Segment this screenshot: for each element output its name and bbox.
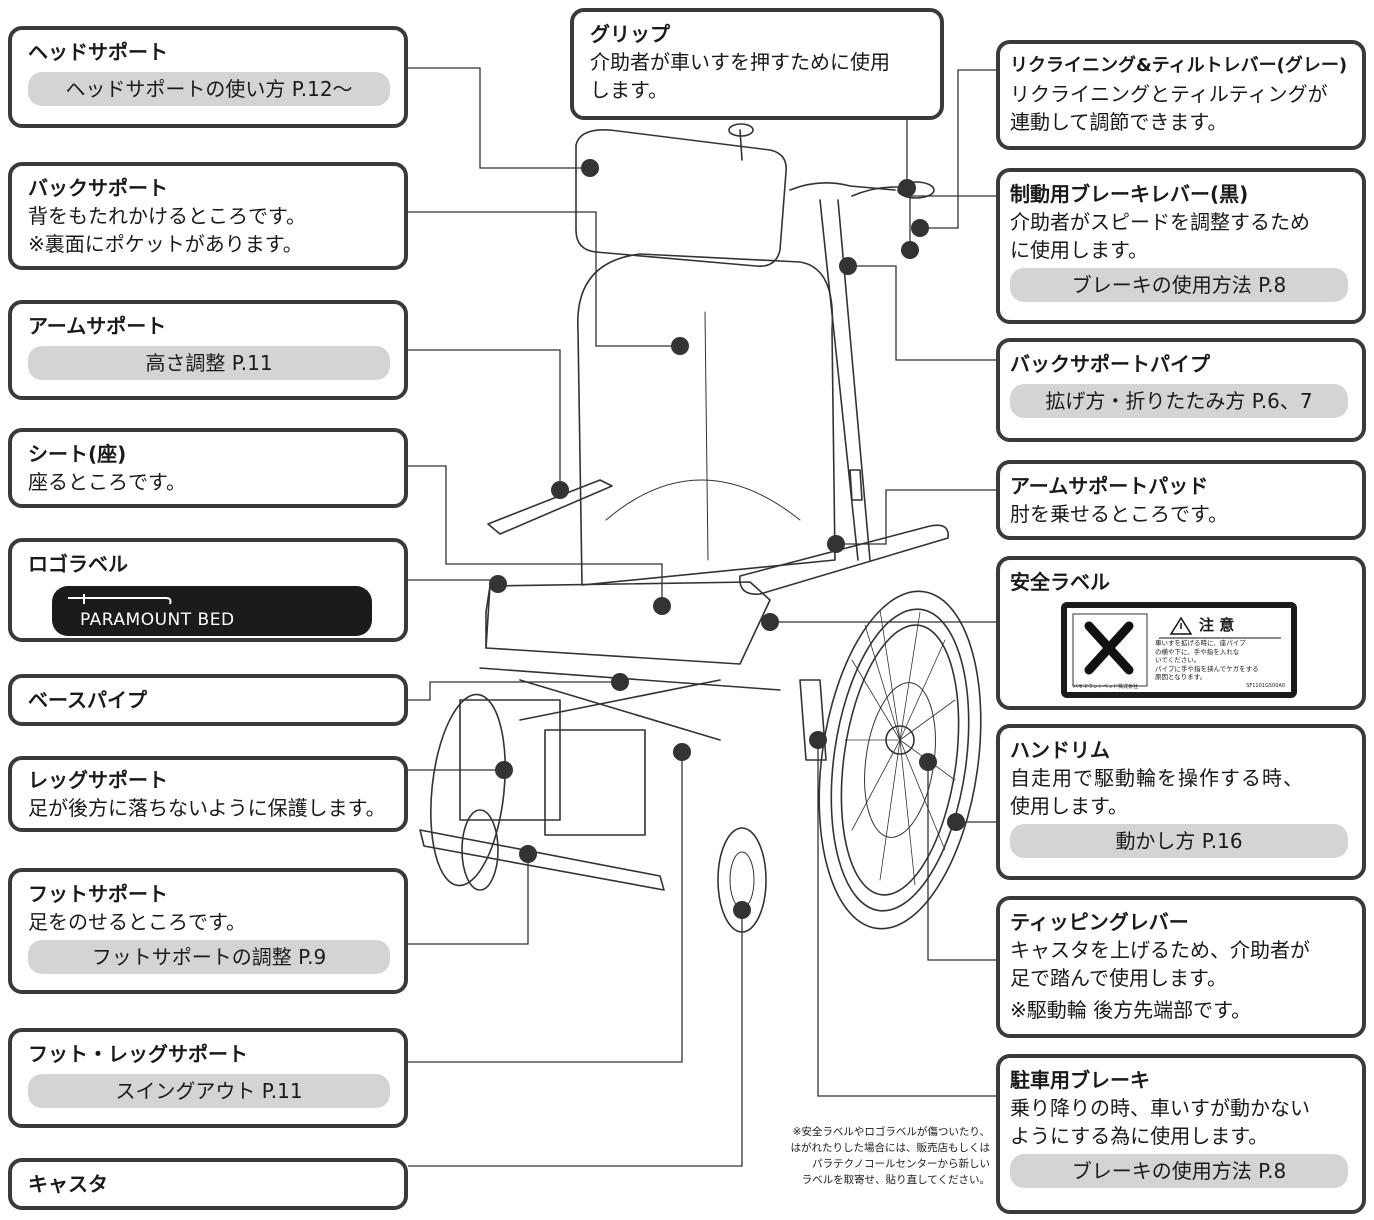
callout-logo-label: ロゴラベル PARAMOUNT BED bbox=[8, 538, 408, 642]
back-pipe-link[interactable]: 拡げ方・折りたたみ方 P.6、7 bbox=[1010, 384, 1348, 418]
callout-parking-brake: 駐車用ブレーキ 乗り降りの時、車いすが動かない ようにする為に使用します。 ブレ… bbox=[996, 1054, 1366, 1214]
foot-support-desc: 足をのせるところです。 bbox=[28, 910, 246, 934]
grip-desc-2: します。 bbox=[590, 78, 668, 102]
recline-lever-desc: リクライニングとティルティングが bbox=[1010, 82, 1328, 106]
callout-arm-support: アームサポート 高さ調整 P.11 bbox=[8, 300, 408, 400]
caster-title: キャスタ bbox=[28, 1172, 108, 1196]
parking-brake-desc: 乗り降りの時、車いすが動かない bbox=[1010, 1096, 1310, 1120]
brake-lever-desc: 介助者がスピードを調整するため bbox=[1010, 210, 1310, 234]
backrest bbox=[577, 199, 871, 586]
foot-leg-support-link[interactable]: スイングアウト P.11 bbox=[28, 1074, 390, 1108]
callout-foot-leg-support: フット・レッグサポート スイングアウト P.11 bbox=[8, 1028, 408, 1128]
arm-pad-title: アームサポートパッド bbox=[1010, 474, 1209, 498]
callout-caster: キャスタ bbox=[8, 1158, 408, 1210]
callout-leg-support: レッグサポート 足が後方に落ちないように保護します。 bbox=[8, 756, 408, 832]
back-support-desc: 背をもたれかけるところです。 bbox=[28, 204, 306, 228]
grip-desc: 介助者が車いすを押すために使用 bbox=[590, 50, 890, 74]
safety-text-1: 車いすを拡げる時に、座パイプ bbox=[1155, 639, 1246, 647]
seat-title: シート(座) bbox=[28, 442, 127, 466]
foot-leg-support-title: フット・レッグサポート bbox=[28, 1042, 248, 1066]
safety-code: SF1101G500A0 bbox=[1246, 683, 1285, 689]
safety-text-4: パイプに手や指を挟んでケガをする bbox=[1155, 664, 1259, 673]
callout-arm-pad: アームサポートパッド 肘を乗せるところです。 bbox=[996, 460, 1366, 540]
callout-hand-rim: ハンドリム 自走用で駆動輪を操作する時、 使用します。 動かし方 P.16 bbox=[996, 724, 1366, 880]
footnote-line-4: ラベルを取寄せ、貼り直してください。 bbox=[801, 1174, 990, 1186]
logo-mark-icon bbox=[68, 594, 172, 605]
hand-rim-desc-2: 使用します。 bbox=[1010, 794, 1128, 818]
grip-title: グリップ bbox=[590, 22, 670, 46]
rear-wheel bbox=[818, 590, 982, 930]
callout-base-pipe: ベースパイプ bbox=[8, 674, 408, 726]
safety-text-2: の横や下に、手や指を入れな bbox=[1155, 647, 1240, 656]
footnote-line-2: はがれたりした場合には、販売店もしくは bbox=[790, 1142, 991, 1154]
head-support-title: ヘッドサポート bbox=[28, 40, 168, 64]
arm-support-title: アームサポート bbox=[28, 314, 167, 338]
headrest bbox=[575, 123, 787, 267]
logo-brand: PARAMOUNT BED bbox=[80, 610, 235, 630]
callout-foot-support: フットサポート 足をのせるところです。 フットサポートの調整 P.9 bbox=[8, 868, 408, 994]
arm-support-link[interactable]: 高さ調整 P.11 bbox=[28, 346, 390, 380]
safety-label-title: 安全ラベル bbox=[1010, 570, 1110, 594]
callout-brake-lever: 制動用ブレーキレバー(黒) 介助者がスピードを調整するため に使用します。 ブレ… bbox=[996, 168, 1366, 324]
callout-back-pipe: バックサポートパイプ 拡げ方・折りたたみ方 P.6、7 bbox=[996, 338, 1366, 442]
callout-back-support: バックサポート 背をもたれかけるところです。 ※裏面にポケットがあります。 bbox=[8, 162, 408, 270]
hand-rim-desc: 自走用で駆動輪を操作する時、 bbox=[1010, 766, 1304, 790]
hand-rim-title: ハンドリム bbox=[1010, 738, 1110, 762]
head-support-link[interactable]: ヘッドサポートの使い方 P.12〜 bbox=[28, 72, 390, 106]
parking-brake-link[interactable]: ブレーキの使用方法 P.8 bbox=[1010, 1154, 1348, 1188]
seat-cushion bbox=[485, 581, 771, 665]
safety-label-footer: パラマウントベッド株式会社 SF1101G500A0 bbox=[1073, 683, 1285, 690]
parking-brake-title: 駐車用ブレーキ bbox=[1010, 1068, 1150, 1092]
brake-lever-title: 制動用ブレーキレバー(黒) bbox=[1010, 182, 1249, 206]
hand-rim-link[interactable]: 動かし方 P.16 bbox=[1010, 824, 1348, 858]
leg-support-title: レッグサポート bbox=[28, 768, 168, 792]
callout-head-support: ヘッドサポート ヘッドサポートの使い方 P.12〜 bbox=[8, 26, 408, 128]
callout-recline-lever: リクライニング&ティルトレバー(グレー) リクライニングとティルティングが 連動… bbox=[996, 40, 1366, 150]
callout-safety-label: 安全ラベル 注 意 車いすを拡げる時に、座パイプ の横や下に、手や指を入れな い… bbox=[996, 556, 1366, 710]
logo-label-image: PARAMOUNT BED bbox=[52, 586, 372, 636]
recline-lever-desc-2: 連動して調節できます。 bbox=[1010, 110, 1228, 134]
arm-pad-desc: 肘を乗せるところです。 bbox=[1010, 502, 1228, 526]
tipping-lever-note: ※駆動輪 後方先端部です。 bbox=[1010, 998, 1252, 1022]
callout-seat: シート(座) 座るところです。 bbox=[8, 428, 408, 508]
tipping-lever-title: ティッピングレバー bbox=[1010, 910, 1189, 934]
safety-label-body: 車いすを拡げる時に、座パイプ の横や下に、手や指を入れな いでください。 パイプ… bbox=[1155, 639, 1259, 682]
callout-tipping-lever: ティッピングレバー キャスタを上げるため、介助者が 足で踏んで使用します。 ※駆… bbox=[996, 896, 1366, 1038]
safety-text-3: いでください。 bbox=[1155, 656, 1201, 664]
tipping-lever-desc: キャスタを上げるため、介助者が bbox=[1010, 938, 1310, 962]
recline-lever-title: リクライニング&ティルトレバー(グレー) bbox=[1010, 55, 1348, 76]
base-pipe-title: ベースパイプ bbox=[28, 688, 147, 712]
footnote-line-1: ※安全ラベルやロゴラベルが傷ついたり、 bbox=[792, 1126, 990, 1138]
safety-warning-heading: 注 意 bbox=[1199, 616, 1235, 634]
footnote: ※安全ラベルやロゴラベルが傷ついたり、 はがれたりした場合には、販売店もしくは … bbox=[738, 1124, 991, 1188]
callout-grip: グリップ 介助者が車いすを押すために使用 します。 bbox=[570, 8, 944, 120]
safety-text-5: 原因となります。 bbox=[1155, 673, 1207, 681]
back-pipe-title: バックサポートパイプ bbox=[1010, 352, 1210, 376]
seat-desc: 座るところです。 bbox=[28, 470, 186, 494]
warning-pictogram bbox=[1072, 613, 1281, 687]
back-support-title: バックサポート bbox=[28, 176, 168, 200]
brake-lever-link[interactable]: ブレーキの使用方法 P.8 bbox=[1010, 268, 1348, 302]
safety-label-image: 注 意 車いすを拡げる時に、座パイプ の横や下に、手や指を入れな いでください。… bbox=[1061, 602, 1297, 698]
foot-support-link[interactable]: フットサポートの調整 P.9 bbox=[28, 940, 390, 974]
brake-lever-desc-2: に使用します。 bbox=[1010, 238, 1148, 262]
footnote-line-3: パラテクノコールセンターから新しい bbox=[812, 1158, 990, 1170]
logo-label-title: ロゴラベル bbox=[28, 552, 128, 576]
back-support-note: ※裏面にポケットがあります。 bbox=[28, 232, 303, 256]
safety-maker: パラマウントベッド株式会社 bbox=[1073, 684, 1139, 690]
parking-brake-desc-2: ようにする為に使用します。 bbox=[1010, 1124, 1269, 1148]
leg-support-desc: 足が後方に落ちないように保護します。 bbox=[28, 796, 386, 820]
foot-support-title: フットサポート bbox=[28, 882, 168, 906]
tipping-lever-desc-2: 足で踏んで使用します。 bbox=[1010, 966, 1227, 990]
